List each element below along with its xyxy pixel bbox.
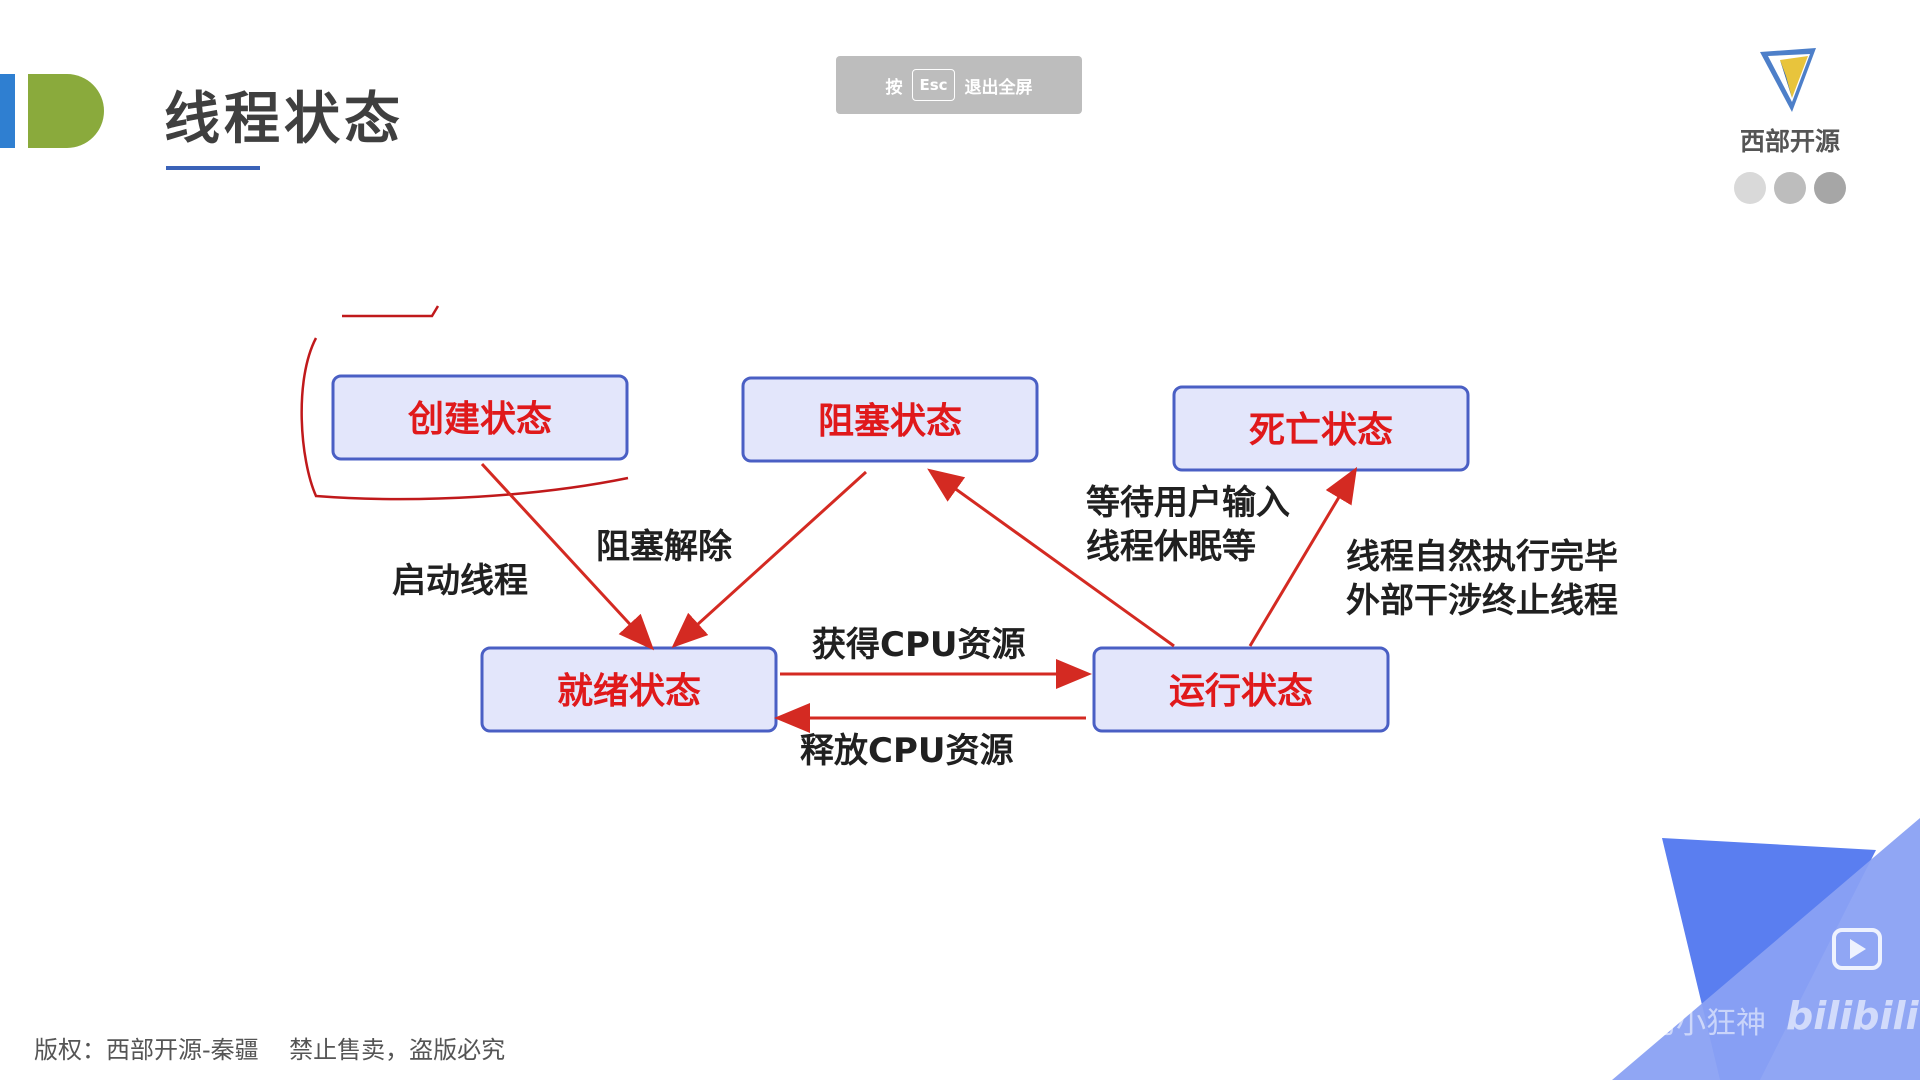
logo-green-halfcircle [28,74,104,148]
edge-label-unblock: 阻塞解除 [596,527,733,567]
decor-triangle-right [1612,818,1920,1080]
esc-hint-prefix: 按 [885,77,903,98]
state-running: 运行状态 [1092,646,1390,733]
pager-dot [1814,172,1846,204]
brand-triangle-logo-icon [1760,48,1816,112]
edge-label-release-cpu: 释放CPU资源 [800,731,1013,771]
exit-fullscreen-hint[interactable]: 按 Esc 退出全屏 [836,56,1082,114]
state-blocked-label: 阻塞状态 [818,401,962,442]
arrow-blocked-to-ready [671,470,868,649]
edge-label-end-line1: 线程自然执行完毕 [1346,537,1618,577]
arrow-create-to-ready [480,462,655,651]
title-underline [166,166,260,170]
state-ready-label: 就绪状态 [557,671,701,712]
edge-label-block-line2: 线程休眠等 [1086,527,1256,567]
bilibili-logo: bilibili [1786,994,1919,1038]
state-running-label: 运行状态 [1169,671,1313,712]
state-blocked: 阻塞状态 [741,376,1039,463]
pager-dot [1734,172,1766,204]
edge-label-start-thread: 启动线程 [392,561,528,601]
edge-label-block-line1: 等待用户输入 [1086,483,1290,523]
copyright-notice: 版权：西部开源-秦疆 禁止售卖，盗版必究 [34,1036,506,1064]
arrow-running-to-dead [1248,466,1358,647]
edge-label-acquire-cpu: 获得CPU资源 [812,625,1025,665]
edge-label-end-line2: 外部干涉终止线程 [1346,581,1618,621]
state-create-label: 创建状态 [408,399,552,440]
state-ready: 就绪状态 [480,646,778,733]
state-dead: 死亡状态 [1172,385,1470,472]
annotation-stroke-top [342,305,440,318]
bilibili-tv-icon [1832,928,1882,970]
logo-blue-bar [0,74,15,148]
uploader-watermark: 努力考研的小狂神 [1526,1006,1766,1041]
pager-dot [1774,172,1806,204]
esc-key-badge: Esc [912,69,955,101]
state-dead-label: 死亡状态 [1249,410,1393,451]
arrow-running-to-blocked [927,468,1175,648]
brand-name: 西部开源 [1739,127,1840,156]
annotation-stroke-bracket [300,337,629,501]
esc-hint-suffix: 退出全屏 [964,77,1033,98]
page-title: 线程状态 [164,87,404,152]
state-create: 创建状态 [331,374,629,461]
